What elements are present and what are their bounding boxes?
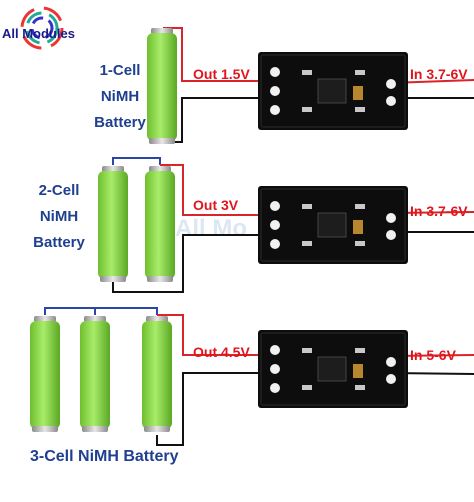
section-1-label-line-1: 1-Cell xyxy=(99,62,141,79)
section-2-label-line-1: 2-Cell xyxy=(38,182,80,199)
section-2-input-label: In 3.7-6V xyxy=(410,203,468,219)
section-3-output-label: Out 4.5V xyxy=(193,344,250,360)
section-2-label-line-2: NiMH xyxy=(39,208,79,225)
watermark: All Mo xyxy=(175,215,247,242)
section-1-input-label: In 3.7-6V xyxy=(410,66,468,82)
section-1-label-line-2: NiMH xyxy=(100,88,140,105)
section-3-label: 3-Cell NiMH Battery xyxy=(30,448,179,465)
section-1-output-label: Out 1.5V xyxy=(193,66,250,82)
section-2-output-label: Out 3V xyxy=(193,197,239,213)
section-2-label-line-3: Battery xyxy=(33,234,85,251)
section-1-label-line-3: Battery xyxy=(94,114,146,131)
logo-swirl-icon xyxy=(20,6,64,50)
brand-logo: All Modules xyxy=(0,4,120,52)
section-3-input-label: In 5-6V xyxy=(410,347,456,363)
logo-text: All Modules xyxy=(2,26,75,41)
